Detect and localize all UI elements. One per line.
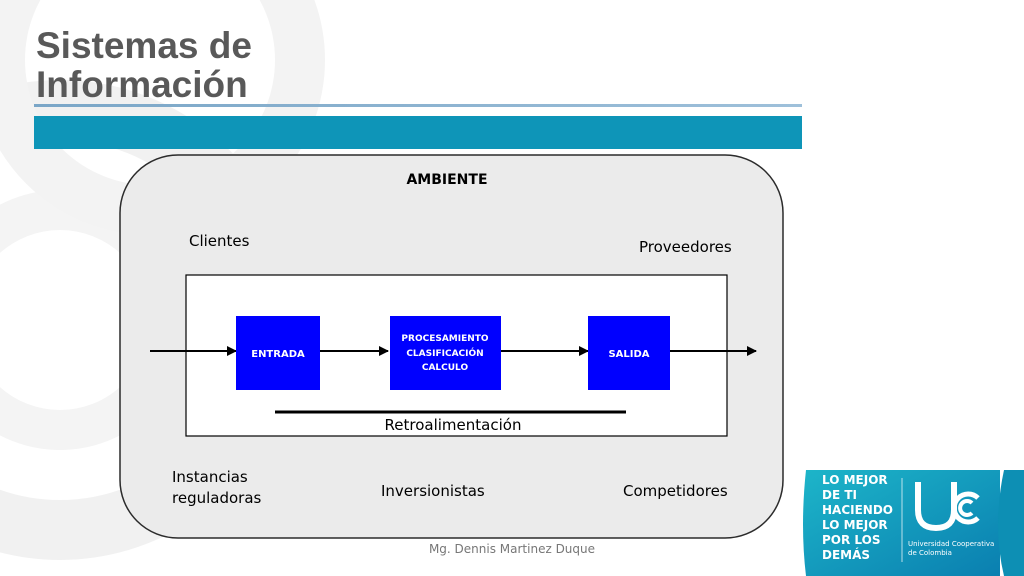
feedback-label: Retroalimentación — [385, 416, 522, 434]
title-underline — [34, 104, 802, 107]
ucc-logo-icon — [915, 482, 980, 532]
process-label-line2: CLASIFICACIÓN — [406, 347, 483, 359]
slogan-line-2: DE TI — [822, 488, 857, 502]
output-box — [588, 316, 670, 390]
title-accent-bar — [34, 116, 802, 149]
stakeholder-suppliers: Proveedores — [639, 238, 732, 256]
input-label: ENTRADA — [251, 349, 305, 360]
process-label-line3: CALCULO — [422, 363, 469, 373]
slogan-line-5: POR LOS — [822, 533, 880, 547]
stakeholder-regulators-line1: Instancias — [172, 468, 248, 486]
slide-title-line1: Sistemas de — [36, 25, 252, 66]
slide-title-line2: Información — [36, 64, 248, 105]
stakeholder-investors: Inversionistas — [381, 482, 485, 500]
institution-name-line1: Universidad Cooperativa — [908, 540, 994, 548]
institution-name-line2: de Colombia — [908, 549, 952, 557]
slogan-line-4: LO MEJOR — [822, 518, 888, 532]
slogan-line-3: HACIENDO — [822, 503, 893, 517]
slide-footer: Mg. Dennis Martinez Duque — [428, 542, 596, 556]
stakeholder-regulators-line2: reguladoras — [172, 489, 262, 507]
process-label-line1: PROCESAMIENTO — [401, 334, 489, 344]
slogan-line-1: LO MEJOR — [822, 473, 888, 487]
process-box — [390, 316, 501, 390]
output-label: SALIDA — [608, 349, 649, 360]
slogan-line-6: DEMÁS — [822, 547, 870, 562]
environment-label: AMBIENTE — [406, 172, 487, 188]
logo-side-shape — [998, 470, 1024, 576]
input-box — [236, 316, 320, 390]
stakeholder-competitors: Competidores — [623, 482, 728, 500]
institution-logo: LO MEJOR DE TI HACIENDO LO MEJOR POR LOS… — [800, 466, 1024, 576]
stakeholder-clients: Clientes — [189, 232, 250, 250]
slide-title: Sistemas de Información — [36, 26, 252, 104]
